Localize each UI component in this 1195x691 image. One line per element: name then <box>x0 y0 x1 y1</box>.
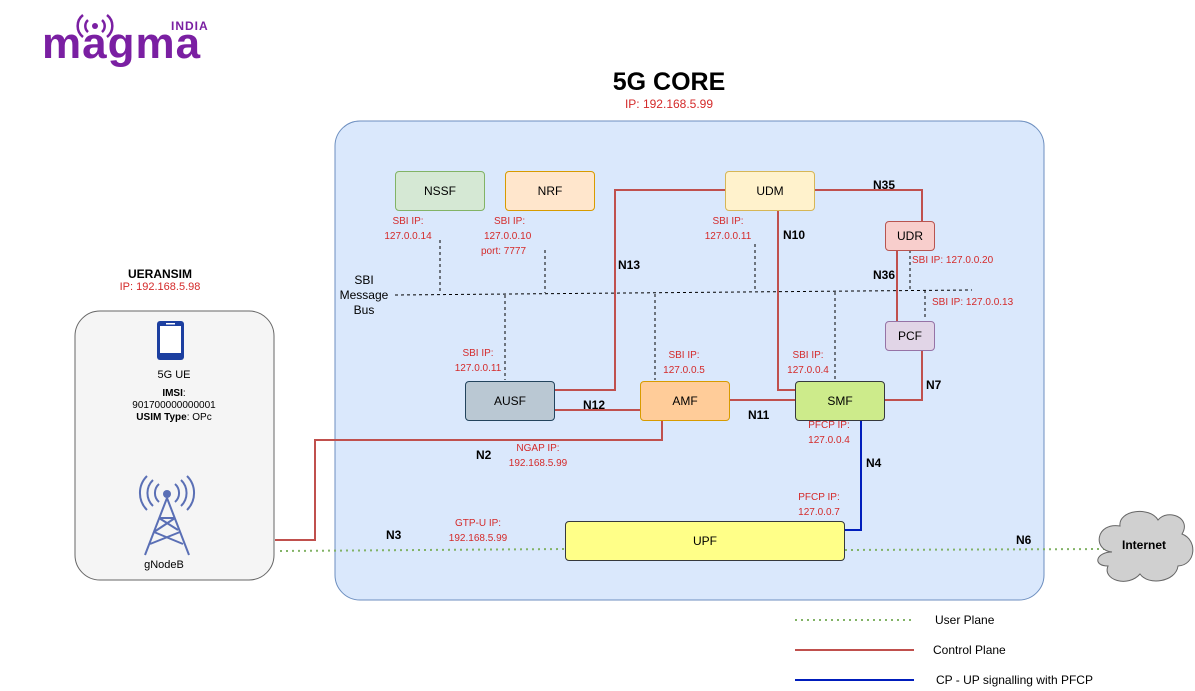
ue-label: 5G UE <box>157 369 191 381</box>
udr-box[interactable]: UDR <box>885 221 935 251</box>
ueransim-ip: IP: 192.168.5.98 <box>119 281 201 293</box>
udm-ip-key: SBI IP: <box>712 216 744 227</box>
smf-box[interactable]: SMF <box>795 381 885 421</box>
gtpu-ip-value: 192.168.5.99 <box>448 533 508 544</box>
imsi-line: IMSI: 901700000000001 USIM Type: OPc <box>132 388 216 423</box>
amf-ip: SBI IP: 127.0.0.5 <box>654 348 714 378</box>
smf-ip: SBI IP: 127.0.0.4 <box>778 348 838 378</box>
n3-label: N3 <box>386 528 402 542</box>
internet-label: Internet <box>1121 538 1166 552</box>
logo-wordmark: magma <box>42 19 202 68</box>
nssf-ip: SBI IP: 127.0.0.14 <box>378 214 438 244</box>
magma-logo-mark <box>76 14 114 38</box>
legend-pfcp: CP - UP signalling with PFCP <box>936 673 1093 687</box>
ausf-ip-key: SBI IP: <box>462 348 494 359</box>
ausf-box[interactable]: AUSF <box>465 381 555 421</box>
nrf-box[interactable]: NRF <box>505 171 595 211</box>
pcf-ip: SBI IP: 127.0.0.13 <box>932 297 1014 308</box>
nrf-ip-key: SBI IP: <box>494 216 526 227</box>
n35-line <box>815 189 923 221</box>
n35-label: N35 <box>873 178 896 192</box>
smf-ip-key: SBI IP: <box>792 350 824 361</box>
n7-label: N7 <box>926 378 942 392</box>
amf-ip-key: SBI IP: <box>668 350 700 361</box>
internet-cloud <box>1097 510 1194 582</box>
udm-ip-value: 127.0.0.11 <box>704 231 752 242</box>
ausf-ip-value: 127.0.0.11 <box>454 363 502 374</box>
n2-label: N2 <box>476 448 492 462</box>
gtpu-ip: GTP-U IP: 192.168.5.99 <box>443 516 513 546</box>
legend-user-plane: User Plane <box>935 613 995 627</box>
upf-pfcp-ip: PFCP IP: 127.0.0.7 <box>789 490 849 520</box>
imsi-value: 901700000000001 <box>132 400 216 411</box>
nssf-box[interactable]: NSSF <box>395 171 485 211</box>
ngap-ip: NGAP IP: 192.168.5.99 <box>503 441 573 471</box>
sbi-bus-label-line2: Message <box>339 288 389 302</box>
sbi-bus-lines <box>394 240 973 380</box>
udm-ip: SBI IP: 127.0.0.11 <box>698 214 758 244</box>
n7-line <box>885 351 923 401</box>
n36-label: N36 <box>873 268 896 282</box>
n10-label: N10 <box>783 228 806 242</box>
ueransim-title: UERANSIM <box>127 267 192 281</box>
smf-pfcp-key: PFCP IP: <box>808 420 850 431</box>
smf-pfcp-value: 127.0.0.4 <box>808 435 850 446</box>
n13-label: N13 <box>618 258 641 272</box>
amf-box[interactable]: AMF <box>640 381 730 421</box>
control-plane-lines <box>275 189 923 541</box>
n4-line <box>845 420 862 531</box>
ueransim-box <box>74 310 275 581</box>
sbi-bus-label: SBI Message Bus <box>334 273 394 318</box>
legend-control-plane: Control Plane <box>933 643 1006 657</box>
n12-label: N12 <box>583 398 606 412</box>
ausf-ip: SBI IP: 127.0.0.11 <box>448 346 508 376</box>
nrf-ip: SBI IP: 127.0.0.10 port: 7777 <box>478 214 538 259</box>
core-box <box>334 120 1045 601</box>
gnb-label: gNodeB <box>144 559 184 571</box>
core-title: 5G CORE <box>612 68 726 96</box>
upf-pfcp-value: 127.0.0.7 <box>798 507 840 518</box>
upf-box[interactable]: UPF <box>565 521 845 561</box>
nssf-ip-value: 127.0.0.14 <box>384 231 432 242</box>
udm-box[interactable]: UDM <box>725 171 815 211</box>
usim-key: USIM Type <box>136 412 187 423</box>
sbi-bus-label-line3: Bus <box>353 303 375 317</box>
n6-label: N6 <box>1016 533 1032 547</box>
nrf-port: port: 7777 <box>481 246 527 257</box>
smf-ip-value: 127.0.0.4 <box>787 365 829 376</box>
ngap-ip-key: NGAP IP: <box>516 443 560 454</box>
phone-icon <box>157 321 184 360</box>
logo-country: INDIA <box>171 19 209 33</box>
nrf-ip-value: 127.0.0.10 <box>484 231 532 242</box>
cell-tower-icon <box>138 475 196 556</box>
core-ip: IP: 192.168.5.99 <box>624 97 714 111</box>
sbi-bus-label-line1: SBI <box>354 273 374 287</box>
smf-pfcp-ip: PFCP IP: 127.0.0.4 <box>799 418 859 448</box>
magma-logo: magma INDIA <box>42 18 212 70</box>
gtpu-ip-key: GTP-U IP: <box>454 518 502 529</box>
udr-ip: SBI IP: 127.0.0.20 <box>912 255 994 266</box>
upf-pfcp-key: PFCP IP: <box>798 492 840 503</box>
usim-value: OPc <box>192 412 212 423</box>
nssf-ip-key: SBI IP: <box>392 216 424 227</box>
n13-line <box>555 189 725 391</box>
n11-label: N11 <box>748 408 770 422</box>
imsi-key: IMSI <box>162 388 183 399</box>
user-plane-lines <box>279 548 1108 552</box>
ngap-ip-value: 192.168.5.99 <box>508 458 568 469</box>
n4-label: N4 <box>866 456 882 470</box>
amf-ip-value: 127.0.0.5 <box>663 365 705 376</box>
n10-line <box>777 210 795 391</box>
n2-line <box>275 420 663 541</box>
pcf-box[interactable]: PCF <box>885 321 935 351</box>
